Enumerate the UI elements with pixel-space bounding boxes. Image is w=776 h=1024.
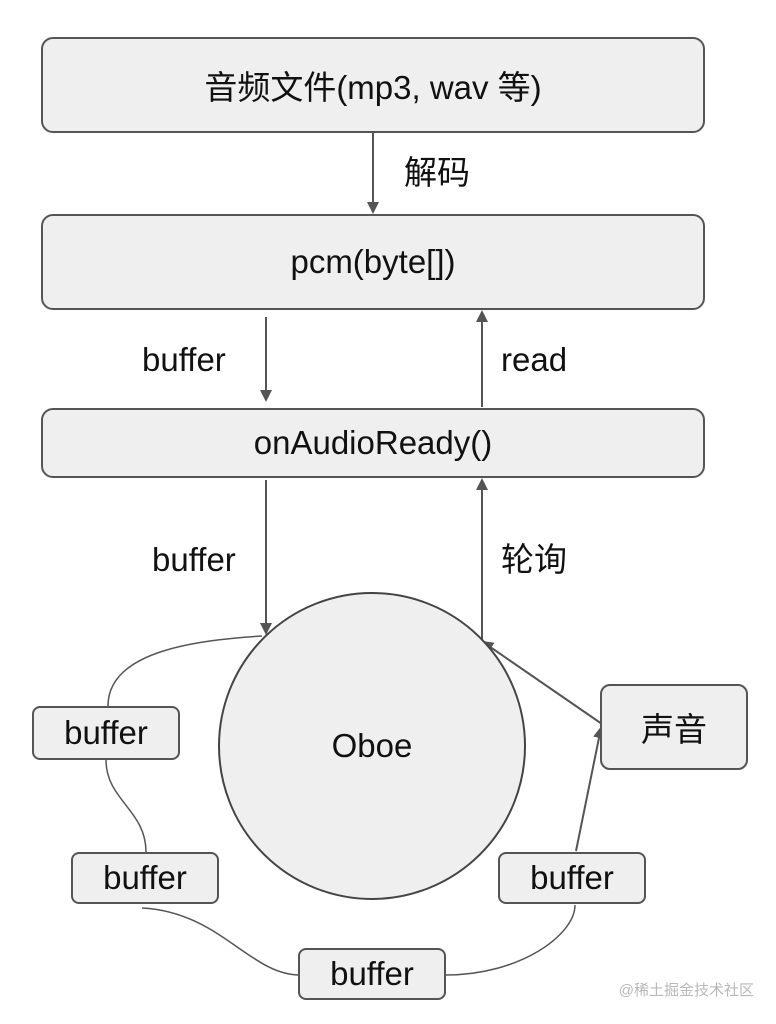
on-audio-ready-label: onAudioReady() <box>253 424 493 461</box>
ring-buffer-label: buffer <box>530 859 614 896</box>
decode-label: 解码 <box>404 154 470 191</box>
ring-buffer-bottom: buffer <box>298 948 446 1000</box>
ring-buffer-left: buffer <box>71 852 219 904</box>
pcm-label: pcm(byte[]) <box>290 243 456 280</box>
oboe-node: Oboe <box>218 592 526 900</box>
ring-curve-left <box>105 759 147 853</box>
oboe-label: Oboe <box>331 727 413 764</box>
ring-curve-bottom-right <box>445 904 576 976</box>
sound-node: 声音 <box>600 684 748 770</box>
ring-curve-bottom-left <box>141 907 301 976</box>
audio-file-label: 音频文件(mp3, wav 等) <box>204 69 542 106</box>
ring-buffer-label: buffer <box>330 955 414 992</box>
sound-to-oboe-arrow <box>481 640 603 725</box>
sound-label: 声音 <box>641 711 707 748</box>
audio-file-node: 音频文件(mp3, wav 等) <box>41 37 705 133</box>
read-edge-label: read <box>501 341 568 378</box>
ring-curve-top <box>107 635 263 707</box>
sound-arrow-up <box>575 726 605 852</box>
on-audio-ready-node: onAudioReady() <box>41 408 705 478</box>
watermark: @稀土掘金技术社区 <box>618 982 754 999</box>
ring-buffer-label: buffer <box>103 859 187 896</box>
buffer-edge-label-2: buffer <box>152 541 236 578</box>
ring-buffer-right: buffer <box>498 852 646 904</box>
ring-buffer-label: buffer <box>64 714 148 751</box>
ring-buffer-top-left: buffer <box>32 706 180 760</box>
buffer-edge-label-1: buffer <box>142 341 226 378</box>
pcm-node: pcm(byte[]) <box>41 214 705 310</box>
poll-edge-label: 轮询 <box>501 541 567 578</box>
